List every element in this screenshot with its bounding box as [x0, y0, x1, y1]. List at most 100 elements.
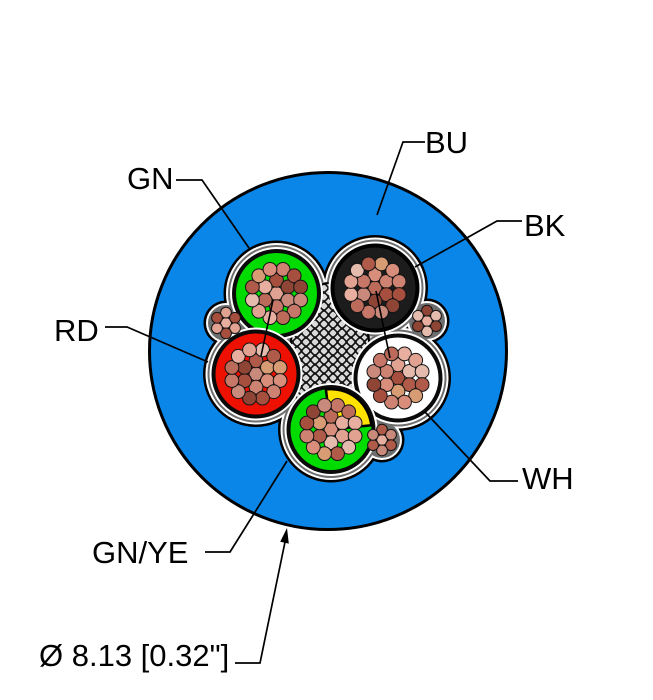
copper-strand [397, 394, 412, 410]
copper-strand [376, 444, 388, 457]
copper-strand [251, 268, 267, 284]
copper-strand [293, 292, 309, 308]
copper-strand [384, 394, 399, 410]
copper-strand [430, 320, 442, 333]
pair-line-green-red [260, 299, 274, 357]
pair-line-black-white [375, 290, 391, 359]
copper-strand [317, 446, 332, 462]
copper-strand [286, 268, 302, 284]
copper-strand [272, 360, 288, 375]
copper-strand [421, 304, 433, 317]
leader-bk [414, 220, 522, 268]
copper-strand [262, 262, 278, 277]
copper-strand [251, 303, 267, 319]
leader-lines [105, 141, 522, 664]
leader-diameter [235, 541, 286, 664]
copper-strand [266, 348, 282, 364]
copper-strand [385, 298, 401, 314]
copper-strand [248, 379, 264, 395]
copper-strand [372, 388, 388, 404]
leader-gn [176, 179, 250, 249]
copper-strand [349, 262, 365, 278]
copper-strand [224, 373, 240, 388]
copper-strand [272, 373, 288, 388]
copper-strands [211, 256, 442, 462]
copper-strand [421, 325, 433, 338]
copper-strand [343, 287, 359, 302]
label-gnye: GN/YE [92, 535, 189, 570]
copper-strand [412, 320, 424, 333]
copper-strand [430, 309, 442, 322]
copper-strand [229, 322, 241, 335]
copper-strand [242, 390, 257, 406]
copper-strand [361, 256, 376, 272]
copper-strand [390, 357, 406, 373]
copper-strand [248, 353, 264, 369]
copper-strand [266, 384, 282, 400]
copper-strand [255, 390, 270, 406]
copper-strand [376, 423, 388, 436]
copper-strand [323, 435, 339, 451]
copper-strand [229, 311, 241, 324]
copper-strand [347, 415, 363, 431]
copper-strand [366, 364, 382, 379]
copper-strand [341, 404, 357, 420]
copper-strand [385, 428, 397, 441]
copper-strand [305, 404, 321, 420]
diameter-arrowhead [280, 528, 289, 544]
copper-strand [230, 348, 246, 364]
copper-strand [391, 287, 407, 302]
copper-strand [275, 310, 291, 326]
leader-wh [424, 411, 518, 482]
copper-strand [361, 304, 376, 320]
copper-strand [269, 272, 284, 288]
copper-strand [211, 311, 223, 324]
pair-lines [260, 290, 391, 359]
copper-strand [349, 298, 365, 314]
copper-strand [341, 439, 357, 455]
copper-strand [408, 388, 424, 404]
copper-strand [343, 274, 359, 289]
copper-strand [230, 384, 246, 400]
leader-bu [376, 141, 425, 216]
copper-strand [414, 377, 430, 392]
copper-strand [414, 364, 430, 379]
label-bk: BK [524, 208, 566, 243]
label-wh: WH [522, 461, 574, 496]
copper-strand [391, 274, 407, 289]
copper-strand [299, 428, 315, 444]
label-rd: RD [54, 313, 99, 348]
copper-strand [305, 439, 321, 455]
leader-rd [105, 326, 209, 363]
copper-strand [242, 342, 257, 358]
copper-strand [286, 303, 302, 319]
copper-strand [220, 306, 232, 319]
copper-strand [317, 398, 332, 413]
label-bu: BU [425, 125, 469, 160]
copper-strand [211, 322, 223, 335]
copper-strand [323, 408, 339, 424]
copper-strand [366, 377, 382, 392]
copper-strand [408, 352, 424, 368]
copper-strand [367, 267, 383, 283]
leader-gnye [205, 460, 288, 553]
copper-strand [347, 428, 363, 444]
copper-strand [367, 428, 379, 441]
label-gn: GN [127, 161, 174, 196]
copper-strand [372, 352, 388, 368]
copper-strand [367, 439, 379, 452]
copper-strand [299, 415, 315, 431]
copper-strand [385, 262, 401, 278]
copper-strand [390, 383, 406, 399]
copper-strand [293, 279, 309, 295]
copper-strand [245, 292, 260, 308]
copper-strand [224, 360, 240, 375]
copper-strand [330, 446, 345, 462]
copper-strand [220, 327, 232, 340]
copper-strand [412, 309, 424, 322]
copper-strand [245, 279, 260, 295]
copper-strand [385, 439, 397, 452]
copper-strand [384, 346, 399, 362]
